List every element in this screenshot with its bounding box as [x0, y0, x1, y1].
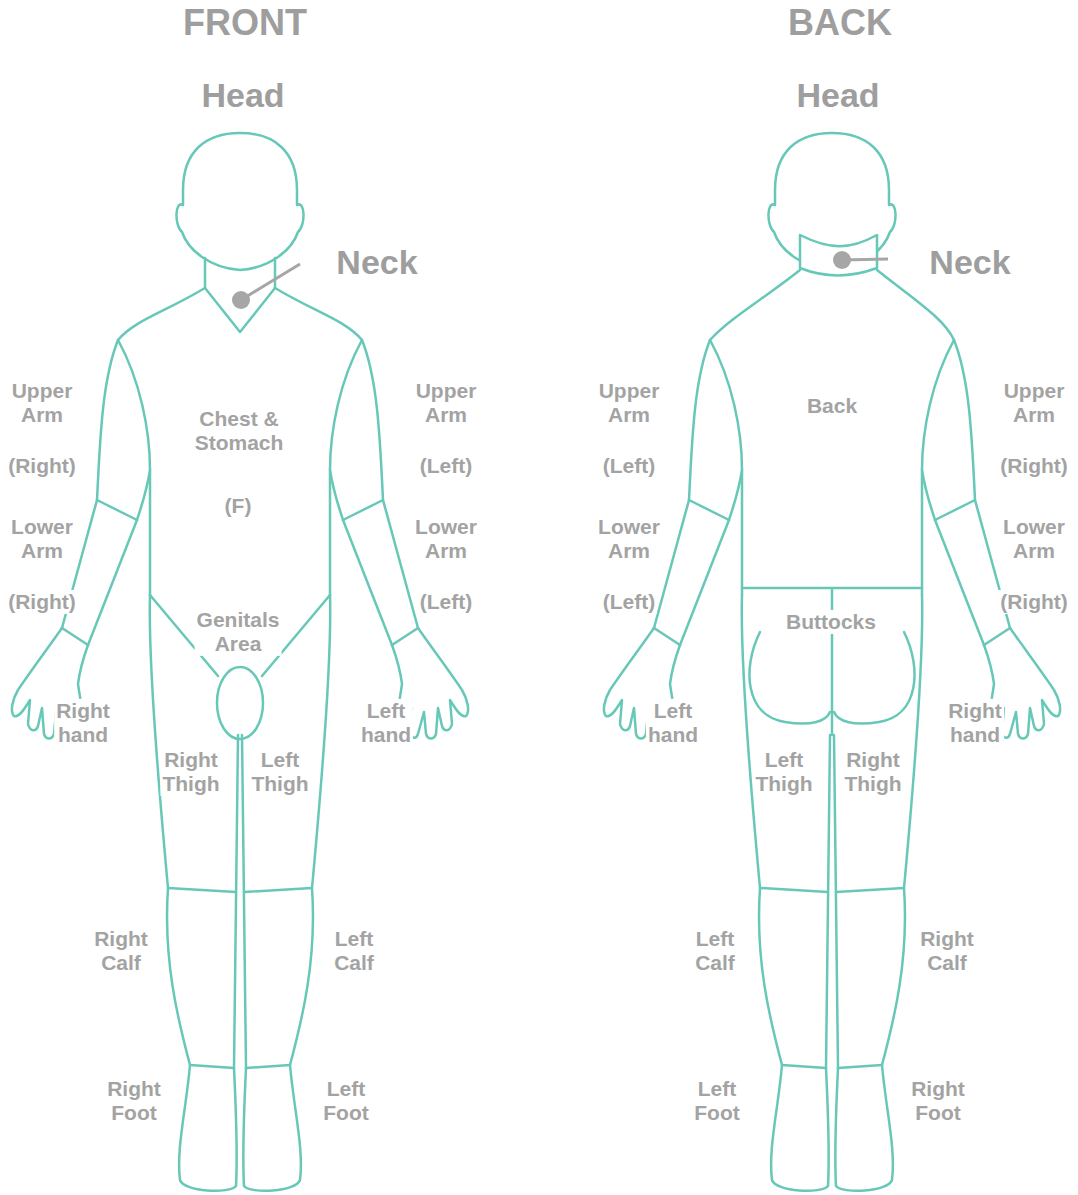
body-part-label: Right Foot: [105, 1077, 163, 1125]
body-part-label: (Left): [418, 590, 474, 614]
front-figure: [12, 133, 468, 1191]
body-part-label: (Left): [601, 454, 657, 478]
shoulder-line: [275, 288, 362, 340]
buttock-outline: [834, 632, 915, 724]
shoulder-line: [118, 288, 205, 340]
leg-outline: [742, 595, 830, 1191]
body-part-label: Upper Arm: [414, 379, 479, 427]
collar-line: [205, 288, 275, 332]
body-part-label: (Left): [418, 454, 474, 478]
shoulder-line: [710, 270, 800, 340]
view-heading: Neck: [334, 243, 419, 282]
groin-line: [150, 595, 330, 676]
leader-line: [241, 264, 300, 300]
genital-outline: [217, 667, 263, 739]
view-heading: BACK: [786, 2, 894, 43]
body-part-label: Left Thigh: [753, 748, 814, 796]
body-part-label: (Left): [601, 590, 657, 614]
neck-outline: [800, 235, 877, 276]
body-part-label: Right Calf: [92, 927, 150, 975]
view-heading: Head: [199, 76, 286, 115]
body-part-label: (Right): [6, 454, 78, 478]
body-part-label: Left hand: [359, 699, 413, 747]
body-part-label: (F): [223, 494, 254, 518]
body-part-label: (Right): [6, 590, 78, 614]
body-part-label: Genitals Area: [195, 608, 282, 656]
body-part-label: Upper Arm: [597, 379, 662, 427]
body-part-label: Buttocks: [784, 610, 878, 634]
body-part-label: Chest & Stomach: [193, 407, 286, 455]
neck-outline: [205, 258, 275, 288]
back-figure: [604, 133, 1060, 1191]
buttock-outline: [749, 632, 830, 724]
view-heading: Neck: [927, 243, 1012, 282]
body-part-label: Upper Arm: [1002, 379, 1067, 427]
body-part-label: Back: [805, 394, 859, 418]
leg-outline: [242, 595, 330, 1191]
view-heading: FRONT: [181, 2, 309, 43]
body-part-label: Lower Arm: [596, 515, 662, 563]
head-outline: [176, 133, 303, 270]
leader-line: [842, 259, 888, 260]
body-part-label: Right Calf: [918, 927, 976, 975]
body-part-label: Right hand: [946, 699, 1004, 747]
body-part-label: (Right): [998, 454, 1070, 478]
body-part-label: (Right): [998, 590, 1070, 614]
body-part-label: Right Thigh: [160, 748, 221, 796]
body-part-label: Right Foot: [909, 1077, 967, 1125]
body-part-label: Lower Arm: [413, 515, 479, 563]
body-part-label: Lower Arm: [9, 515, 75, 563]
body-part-label: Lower Arm: [1001, 515, 1067, 563]
body-part-label: Left Calf: [332, 927, 376, 975]
body-part-label: Right Thigh: [842, 748, 903, 796]
leg-outline: [150, 595, 238, 1191]
body-part-label: Upper Arm: [10, 379, 75, 427]
body-part-label: Left hand: [646, 699, 700, 747]
body-part-label: Left Thigh: [249, 748, 310, 796]
body-part-label: Left Foot: [321, 1077, 370, 1125]
view-heading: Head: [794, 76, 881, 115]
body-part-label: Left Foot: [692, 1077, 741, 1125]
body-part-label: Right hand: [54, 699, 112, 747]
body-part-label: Left Calf: [693, 927, 737, 975]
